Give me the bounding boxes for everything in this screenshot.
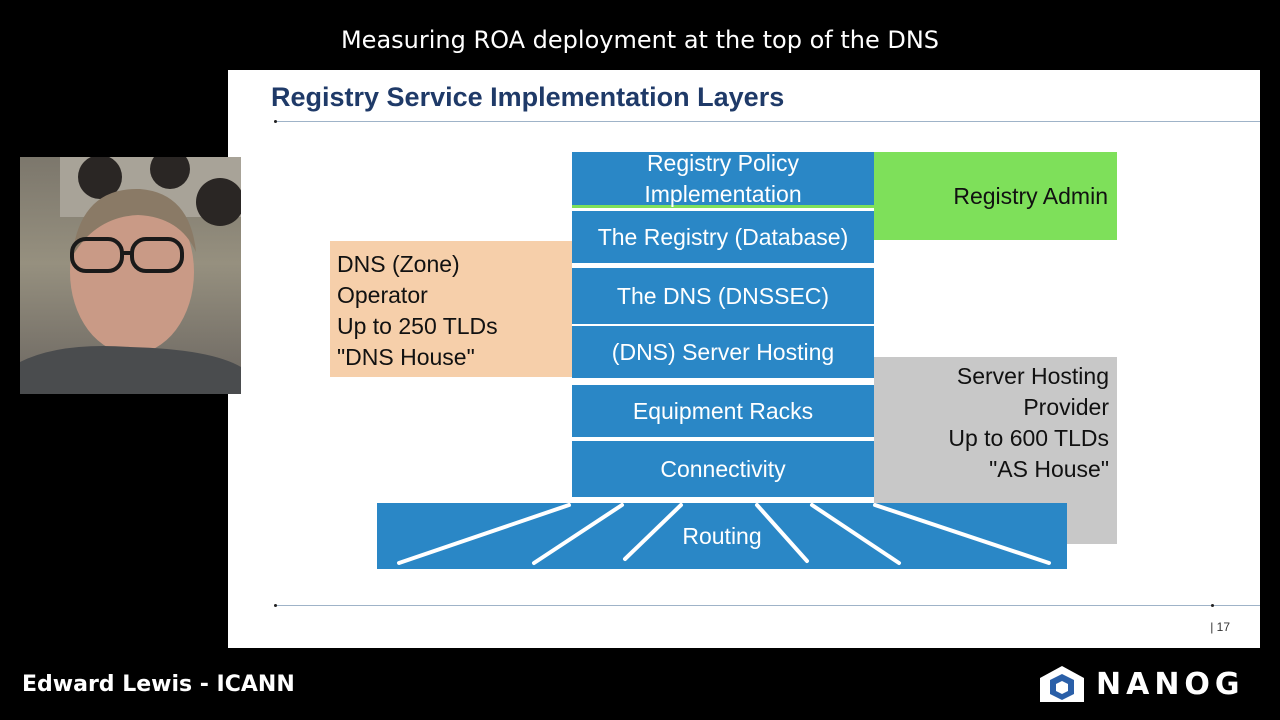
routing-fan-lines xyxy=(397,503,1051,565)
dns-operator-box: DNS (Zone) Operator Up to 250 TLDs "DNS … xyxy=(330,241,572,377)
speaker-webcam-feed xyxy=(20,157,241,394)
registry-admin-box: Registry Admin xyxy=(874,152,1117,240)
top-rule xyxy=(274,121,1260,122)
layer-registry-policy: Registry Policy Implementation xyxy=(572,150,874,208)
layer-dns-dnssec: The DNS (DNSSEC) xyxy=(572,268,874,324)
slide-title: Registry Service Implementation Layers xyxy=(271,82,785,112)
rule-dot xyxy=(1211,604,1214,607)
slide-page-number: | 17 xyxy=(1210,620,1230,634)
layer-registry-database: The Registry (Database) xyxy=(572,211,874,263)
routing-label: Routing xyxy=(682,523,762,549)
nanog-logo: NANOG xyxy=(1036,664,1245,704)
bottom-rule xyxy=(274,605,1260,606)
layer-routing: Routing xyxy=(377,503,1067,569)
layer-server-hosting: (DNS) Server Hosting xyxy=(572,326,874,378)
rule-dot xyxy=(274,604,277,607)
rule-dot xyxy=(274,120,277,123)
layer-connectivity: Connectivity xyxy=(572,441,874,497)
layer-equipment-racks: Equipment Racks xyxy=(572,385,874,437)
talk-title: Measuring ROA deployment at the top of t… xyxy=(340,26,940,54)
speaker-video-icon xyxy=(20,157,241,394)
nanog-wordmark: NANOG xyxy=(1096,666,1245,702)
nanog-hexagon-icon xyxy=(1040,666,1084,702)
speaker-name: Edward Lewis - ICANN xyxy=(22,672,295,697)
presentation-slide: Registry Service Implementation Layers D… xyxy=(228,70,1260,648)
